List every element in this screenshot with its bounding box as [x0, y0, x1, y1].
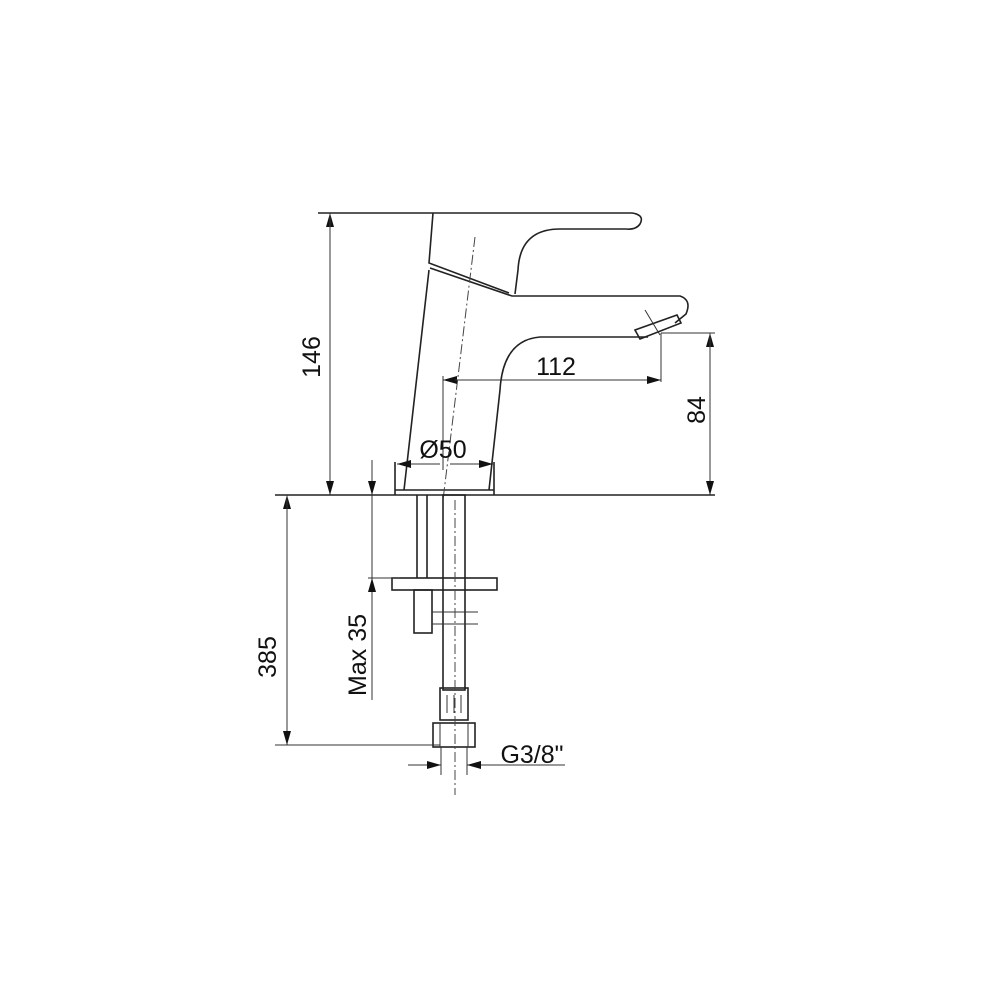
dimension-spout-reach: 112	[442, 333, 662, 470]
dimension-connection-thread: G3/8"	[408, 741, 565, 769]
dimension-spout-height: 84	[661, 332, 715, 495]
label-max-35: Max 35	[344, 614, 372, 696]
body-centerline	[442, 236, 476, 501]
under-deck-assembly	[391, 494, 498, 775]
label-112: 112	[536, 353, 576, 381]
faucet-body	[318, 212, 689, 495]
label-84: 84	[683, 396, 711, 424]
aerator	[633, 314, 683, 340]
label-g3-8: G3/8"	[500, 741, 563, 769]
label-146: 146	[298, 336, 326, 378]
label-385: 385	[254, 636, 282, 678]
dimension-base-diameter: Ø50	[397, 436, 493, 468]
dimension-max-deck-thickness: Max 35	[344, 460, 400, 700]
label-diameter-50: Ø50	[419, 436, 466, 464]
dimension-hose-length: 385	[254, 495, 440, 746]
dimension-total-height: 146	[298, 213, 334, 495]
